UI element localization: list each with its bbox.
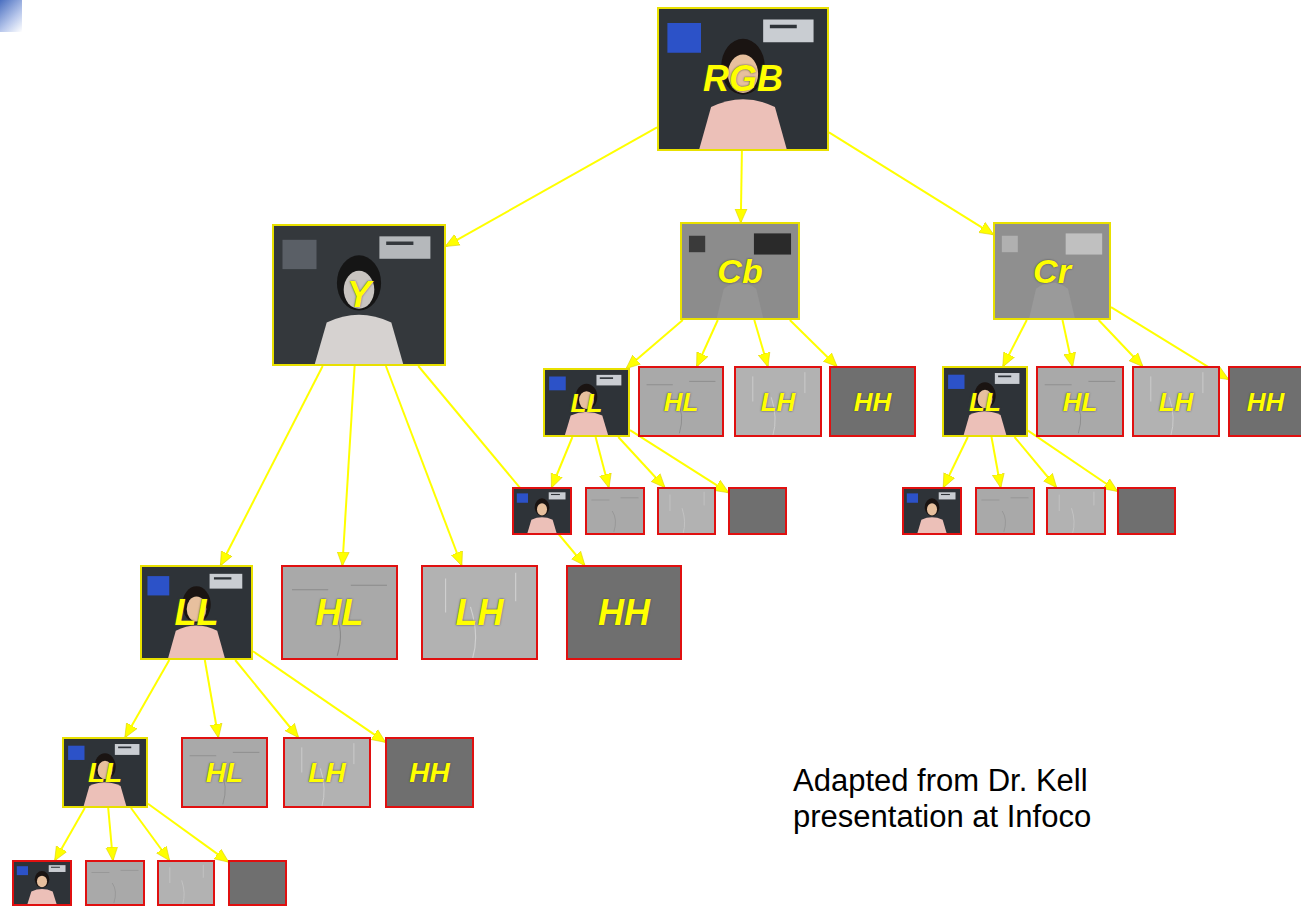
band-label: HH xyxy=(598,595,650,631)
decomposition-arrow xyxy=(552,437,573,487)
band-label: Cb xyxy=(717,254,762,288)
image-box xyxy=(512,487,572,535)
band-label: LH xyxy=(456,595,504,631)
decomposition-arrow xyxy=(55,808,85,860)
subband-box xyxy=(85,860,145,906)
decomposition-arrow xyxy=(235,660,298,737)
subband-box xyxy=(657,487,716,535)
decomposition-arrow xyxy=(992,437,1001,487)
decomposition-arrow xyxy=(790,320,837,366)
decomposition-arrow xyxy=(1099,320,1143,366)
subband-image xyxy=(230,862,285,904)
subband-box: HH xyxy=(829,366,916,437)
image-box: Y xyxy=(272,224,446,366)
subband-box: HL xyxy=(181,737,268,808)
band-label: LH xyxy=(308,759,345,787)
decomposition-arrow xyxy=(754,320,767,366)
band-label: HL xyxy=(1063,389,1098,415)
band-label: Y xyxy=(347,277,371,313)
decomposition-arrow xyxy=(253,651,385,742)
subband-box xyxy=(585,487,645,535)
band-label: LL xyxy=(571,390,603,416)
corner-decoration xyxy=(0,0,22,32)
decomposition-arrow xyxy=(1003,320,1027,366)
decomposition-arrow xyxy=(342,366,354,565)
image-box: LL xyxy=(62,737,148,808)
subband-box: LH xyxy=(1132,366,1220,437)
image-box: LL xyxy=(140,565,253,660)
decomposition-arrow xyxy=(627,320,683,368)
band-label: HL xyxy=(316,595,364,631)
band-label: HH xyxy=(854,389,892,415)
subband-box: HH xyxy=(1228,366,1301,437)
subband-image xyxy=(1119,489,1174,533)
subband-box: HL xyxy=(1036,366,1124,437)
subband-image xyxy=(977,489,1033,533)
band-label: LL xyxy=(969,389,1001,415)
decomposition-arrow xyxy=(1028,431,1117,491)
band-label: LH xyxy=(761,389,796,415)
subband-box xyxy=(728,487,787,535)
subband-image xyxy=(514,489,570,533)
subband-image xyxy=(14,862,70,904)
decomposition-arrow xyxy=(944,437,968,487)
band-label: RGB xyxy=(703,61,783,97)
subband-box xyxy=(157,860,215,906)
subband-box: LH xyxy=(421,565,538,660)
subband-box: HL xyxy=(281,565,398,660)
band-label: Cr xyxy=(1033,254,1071,288)
band-label: LL xyxy=(175,595,219,631)
decomposition-arrow xyxy=(125,660,169,737)
image-box xyxy=(12,860,72,906)
subband-box: LH xyxy=(734,366,822,437)
band-label: HH xyxy=(409,759,449,787)
decomposition-arrow xyxy=(741,151,742,222)
decomposition-arrow xyxy=(205,660,219,737)
decomposition-arrow xyxy=(386,366,462,565)
decomposition-arrow xyxy=(108,808,113,860)
decomposition-arrow xyxy=(1063,320,1073,366)
subband-image xyxy=(587,489,643,533)
image-box: RGB xyxy=(657,7,829,151)
credit-note: Adapted from Dr. Kell xyxy=(793,764,1088,798)
decomposition-arrow xyxy=(446,127,657,246)
subband-box: HH xyxy=(566,565,682,660)
subband-box: LH xyxy=(283,737,371,808)
image-box: LL xyxy=(543,368,630,437)
subband-image xyxy=(904,489,960,533)
subband-image xyxy=(730,489,785,533)
decomposition-arrow xyxy=(618,437,664,487)
image-box: LL xyxy=(942,366,1028,437)
band-label: HH xyxy=(1247,389,1285,415)
subband-box xyxy=(1117,487,1176,535)
image-box xyxy=(902,487,962,535)
subband-box: HL xyxy=(638,366,724,437)
band-label: HL xyxy=(664,389,699,415)
decomposition-arrow xyxy=(148,804,228,862)
decomposition-arrow xyxy=(697,320,718,366)
subband-image xyxy=(87,862,143,904)
subband-box xyxy=(975,487,1035,535)
subband-box: HH xyxy=(385,737,474,808)
decomposition-arrow xyxy=(596,437,609,487)
subband-box xyxy=(1046,487,1106,535)
image-box: Cr xyxy=(993,222,1111,320)
band-label: HL xyxy=(206,759,243,787)
subband-box xyxy=(228,860,287,906)
band-label: LH xyxy=(1159,389,1194,415)
decomposition-arrow xyxy=(630,430,728,492)
band-label: LL xyxy=(88,759,122,787)
image-box: Cb xyxy=(680,222,800,320)
subband-image xyxy=(159,862,213,904)
subband-image xyxy=(1048,489,1104,533)
decomposition-arrow xyxy=(221,366,323,565)
decomposition-arrow xyxy=(829,132,993,234)
credit-note: presentation at Infoco xyxy=(793,800,1091,834)
subband-image xyxy=(659,489,714,533)
